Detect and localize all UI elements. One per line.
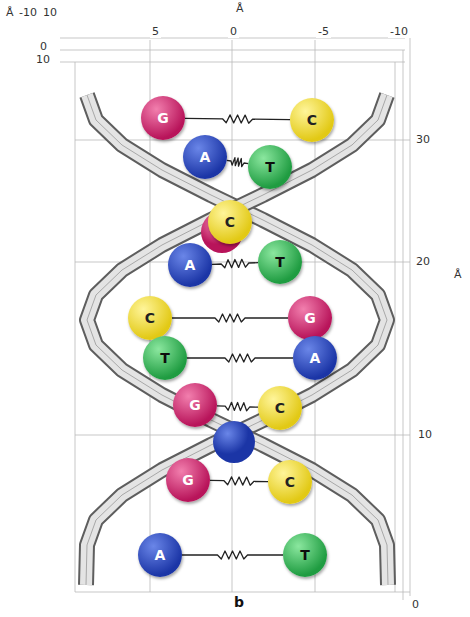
spring-bond (172, 314, 288, 322)
backbone-ribbon (86, 95, 388, 585)
axis-box (60, 38, 410, 600)
axis-tick: 0 (38, 40, 49, 53)
spring-bond (185, 115, 290, 123)
spring-bond (212, 259, 258, 268)
spring-bond (182, 551, 283, 559)
base-letter: G (182, 473, 194, 487)
base-sphere: T (248, 145, 292, 189)
base-sphere: C (258, 386, 302, 430)
base-letter: C (145, 311, 155, 325)
axis-tick: Å (234, 2, 246, 15)
base-letter: C (225, 215, 235, 229)
base-letter: A (200, 150, 211, 164)
axis-tick: 20 (414, 255, 432, 268)
axis-tick: -5 (316, 25, 331, 38)
base-sphere: A (168, 243, 212, 287)
base-letter: A (155, 548, 166, 562)
axis-tick: -10 (388, 25, 410, 38)
spring-bond (217, 402, 258, 411)
axis-tick: -10 (17, 6, 39, 19)
base-letter: G (189, 398, 201, 412)
base-letter: A (185, 258, 196, 272)
base-sphere: C (268, 460, 312, 504)
base-sphere: C (128, 296, 172, 340)
axis-tick: 10 (416, 428, 434, 441)
base-sphere: A (183, 135, 227, 179)
spring-bond (210, 477, 268, 485)
base-sphere: T (143, 336, 187, 380)
base-sphere: T (283, 533, 327, 577)
base-sphere: T (258, 240, 302, 284)
base-sphere: G (288, 296, 332, 340)
base-sphere: G (141, 96, 185, 140)
base-letter: C (307, 113, 317, 127)
base-sphere: C (208, 200, 252, 244)
base-letter: A (310, 351, 321, 365)
axis-tick: 5 (150, 25, 161, 38)
base-sphere: C (290, 98, 334, 142)
base-letter: C (275, 401, 285, 415)
base-letter: T (160, 351, 170, 365)
base-sphere: A (138, 533, 182, 577)
base-letter: T (265, 160, 275, 174)
axis-tick: Å (452, 268, 464, 281)
axis-tick: Å (4, 6, 16, 19)
panel-letter: b (232, 596, 246, 609)
axis-tick: 0 (228, 25, 239, 38)
hidden-sphere (213, 421, 255, 463)
spring-bond (227, 158, 249, 167)
base-letter: C (285, 475, 295, 489)
axis-tick: 10 (34, 53, 52, 66)
base-letter: G (157, 111, 169, 125)
axis-tick: 0 (410, 598, 421, 611)
base-sphere: G (173, 383, 217, 427)
base-sphere: G (166, 458, 210, 502)
base-letter: T (300, 548, 310, 562)
base-letter: T (275, 255, 285, 269)
base-letter: G (304, 311, 316, 325)
base-sphere: A (293, 336, 337, 380)
axis-tick: 10 (41, 6, 59, 19)
spring-bond (187, 354, 293, 362)
axis-tick: 30 (414, 133, 432, 146)
